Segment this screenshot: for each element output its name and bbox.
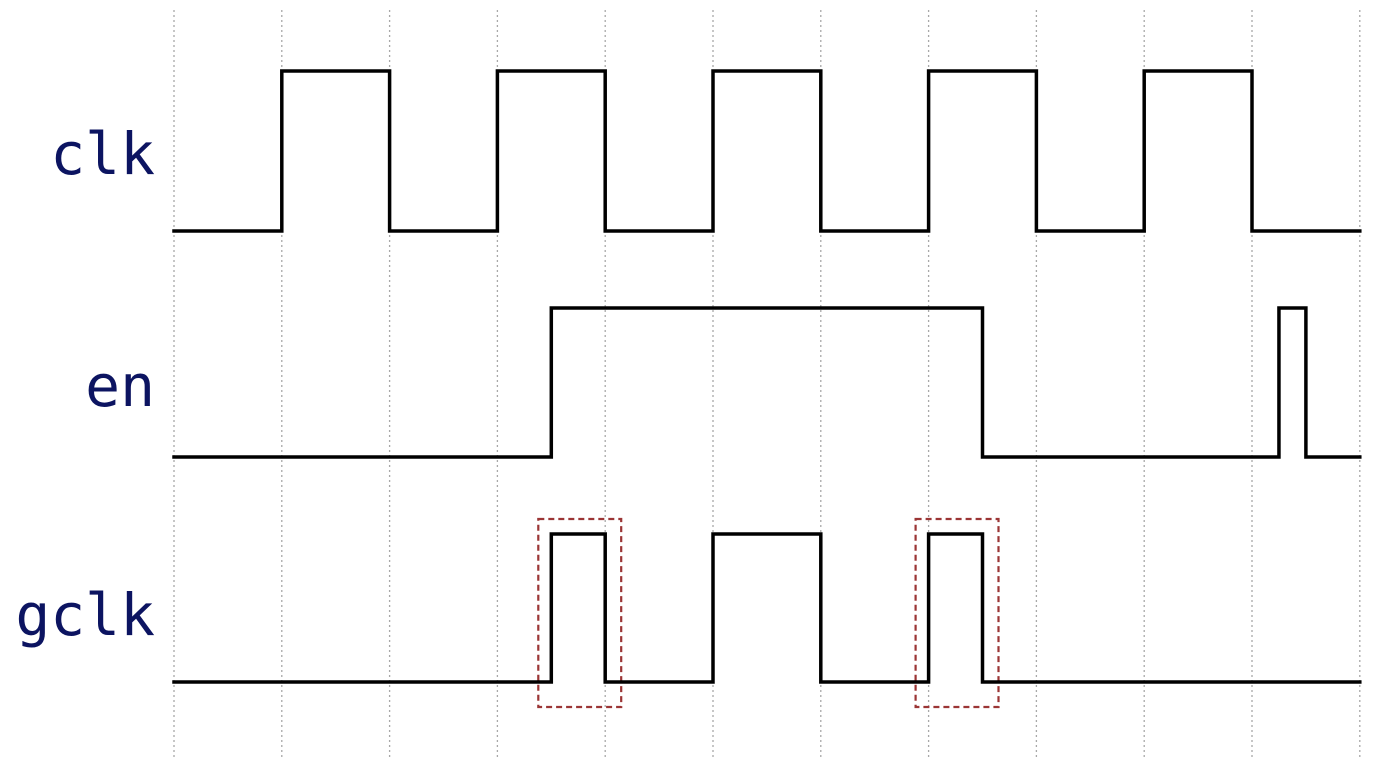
- glitch-markers: [537, 517, 1000, 709]
- time-grid: [173, 10, 1361, 760]
- signal-labels: clk en gclk: [15, 120, 155, 649]
- glitch-marker-box: [537, 517, 623, 709]
- glitch-marker-box: [914, 517, 1000, 709]
- gclk-waveform: [172, 532, 1362, 684]
- gclk-label: gclk: [15, 581, 155, 649]
- waveforms: [172, 69, 1362, 684]
- clk-waveform: [172, 69, 1362, 233]
- clk-label: clk: [50, 120, 155, 188]
- en-label: en: [85, 352, 155, 420]
- en-waveform: [172, 306, 1362, 459]
